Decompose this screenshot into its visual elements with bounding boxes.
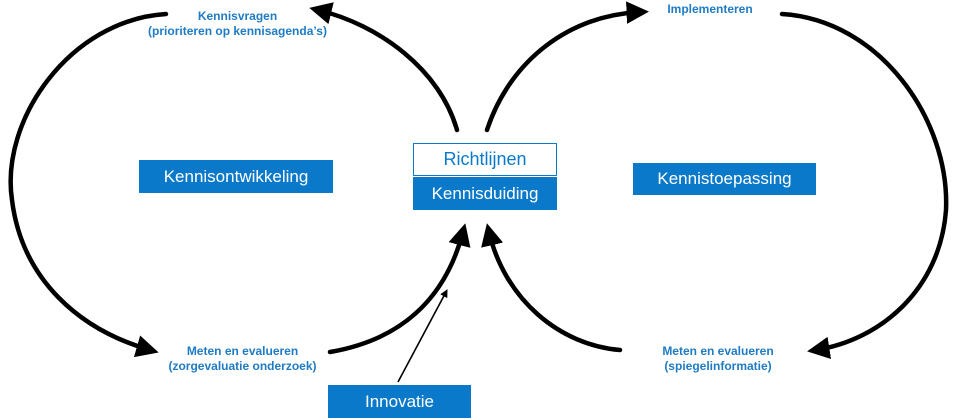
label-implementeren-title: Implementeren	[667, 2, 753, 16]
label-meten-right-title: Meten en evalueren	[662, 344, 774, 358]
arrow-center-to-implementeren	[484, 1, 649, 133]
label-meten-right-subtitle: (spiegelinformatie)	[664, 359, 772, 373]
arrow-center-to-kennisvragen	[309, 2, 460, 133]
box-kennisduiding: Kennisduiding	[413, 177, 557, 210]
label-meten-left-subtitle: (zorgevaluatie onderzoek)	[168, 359, 317, 373]
box-kennistoepassing: Kennistoepassing	[633, 163, 816, 195]
arrow-meten-right-to-center	[481, 223, 623, 353]
box-innovatie: Innovatie	[328, 385, 471, 418]
arrow-innovatie-to-center	[397, 289, 448, 383]
box-kennisontwikkeling: Kennisontwikkeling	[139, 160, 333, 193]
label-kennisvragen-title: Kennisvragen	[197, 9, 278, 23]
label-meten-left-title: Meten en evalueren	[186, 344, 299, 358]
box-richtlijnen: Richtlijnen	[413, 143, 557, 176]
label-implementeren: Implementeren	[640, 2, 780, 17]
label-meten-evalueren-right: Meten en evalueren (spiegelinformatie)	[628, 344, 808, 374]
label-kennisvragen: Kennisvragen (prioriteren op kennisagend…	[130, 9, 345, 39]
label-kennisvragen-subtitle: (prioriteren op kennisagenda’s)	[148, 24, 327, 38]
arrow-meten-left-to-center	[327, 223, 471, 355]
arrow-kennisvragen-to-left	[8, 11, 169, 358]
arrow-implementeren-to-meten-right	[779, 11, 949, 360]
label-meten-evalueren-left: Meten en evalueren (zorgevaluatie onderz…	[150, 344, 335, 374]
